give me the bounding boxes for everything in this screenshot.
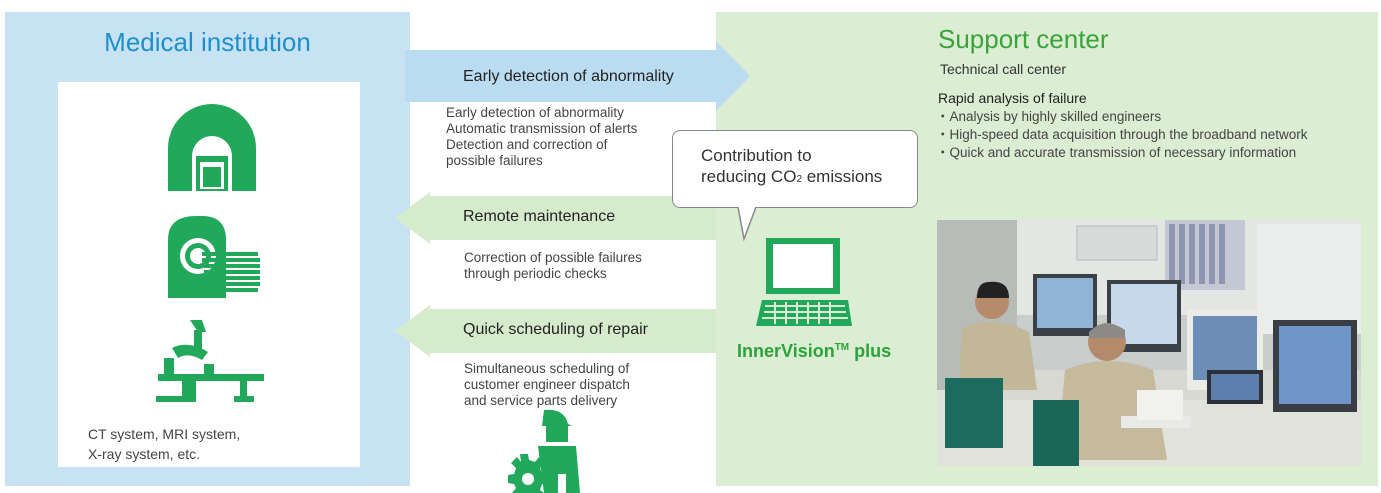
mri-scanner-icon — [168, 104, 256, 191]
early-detection-desc-line2: Automatic transmission of alerts — [446, 121, 638, 136]
bubble-emissions-text: emissions — [802, 167, 883, 186]
equipment-caption-line1: CT system, MRI system, — [88, 426, 241, 442]
arrow-early-detection — [405, 41, 750, 111]
bullet-item: ・High-speed data acquisition through the… — [936, 127, 1308, 142]
remote-maintenance-desc: Correction of possible failures through … — [464, 250, 642, 282]
ct-scanner-icon — [168, 216, 260, 298]
bullet-item: ・Quick and accurate transmission of nece… — [936, 145, 1297, 160]
quick-repair-desc: Simultaneous scheduling of customer engi… — [464, 361, 630, 409]
engineer-gear-icon — [508, 409, 580, 493]
bubble-co2-subscript: 2 — [796, 174, 802, 185]
repair-desc-line2: customer engineer dispatch — [464, 377, 630, 392]
repair-desc-line3: and service parts delivery — [464, 393, 618, 408]
call-center-illustration — [937, 220, 1361, 466]
bubble-line2: reducing CO2 emissions — [701, 166, 917, 190]
innervision-brand: InnerVisionTM plus — [737, 341, 891, 362]
bubble-line1: Contribution to — [701, 146, 812, 165]
equipment-caption-line2: X-ray system, etc. — [88, 446, 201, 462]
early-detection-label: Early detection of abnormality — [463, 68, 674, 85]
co2-contribution-bubble: Contribution to reducing CO2 emissions — [672, 130, 918, 208]
rapid-analysis-heading: Rapid analysis of failure — [938, 90, 1087, 106]
brand-suffix: plus — [849, 341, 892, 361]
arrow-quick-repair — [395, 305, 716, 357]
support-center-title: Support center — [938, 24, 1109, 54]
repair-desc-line1: Simultaneous scheduling of — [464, 361, 630, 376]
laptop-icon — [756, 238, 852, 326]
early-detection-desc: Early detection of abnormality Automatic… — [446, 105, 637, 169]
support-bullet-list: ・Analysis by highly skilled engineers ・H… — [936, 108, 1362, 162]
bubble-tail — [737, 206, 757, 242]
remote-desc-line2: through periodic checks — [464, 266, 607, 281]
arrow-remote-maintenance — [395, 192, 716, 244]
brand-tm: TM — [834, 342, 850, 353]
early-detection-desc-line4: possible failures — [446, 153, 543, 168]
remote-desc-line1: Correction of possible failures — [464, 250, 642, 265]
brand-name: InnerVision — [737, 341, 835, 361]
medical-institution-title: Medical institution — [104, 27, 311, 57]
early-detection-desc-line3: Detection and correction of — [446, 137, 608, 152]
early-detection-desc-line1: Early detection of abnormality — [446, 105, 624, 120]
equipment-caption: CT system, MRI system, X-ray system, etc… — [88, 424, 240, 464]
bubble-co2-text: reducing CO — [701, 167, 797, 186]
call-center-photo — [937, 220, 1361, 466]
technical-call-center-label: Technical call center — [940, 61, 1067, 77]
xray-system-icon — [156, 320, 264, 402]
bullet-item: ・Analysis by highly skilled engineers — [936, 109, 1162, 124]
quick-repair-label: Quick scheduling of repair — [463, 321, 648, 338]
remote-maintenance-label: Remote maintenance — [463, 208, 616, 225]
